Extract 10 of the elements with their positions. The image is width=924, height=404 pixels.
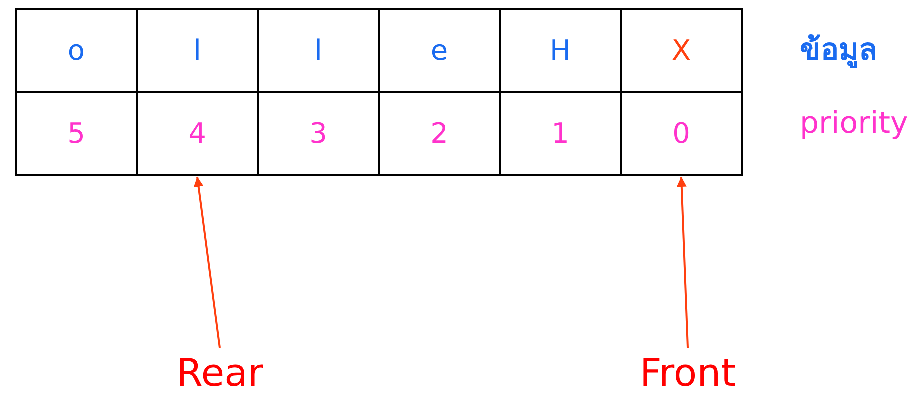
pointer-label: Rear (160, 348, 280, 398)
row-label: ข้อมูล (800, 32, 877, 70)
pointer-label: Front (618, 348, 758, 398)
table-cell: 5 (15, 91, 138, 176)
row-label: priority (800, 106, 908, 141)
arrow (194, 176, 221, 348)
table-cell: 0 (620, 91, 743, 176)
arrow (676, 176, 689, 348)
table-cell: X (620, 8, 743, 93)
table-cell: o (15, 8, 138, 93)
